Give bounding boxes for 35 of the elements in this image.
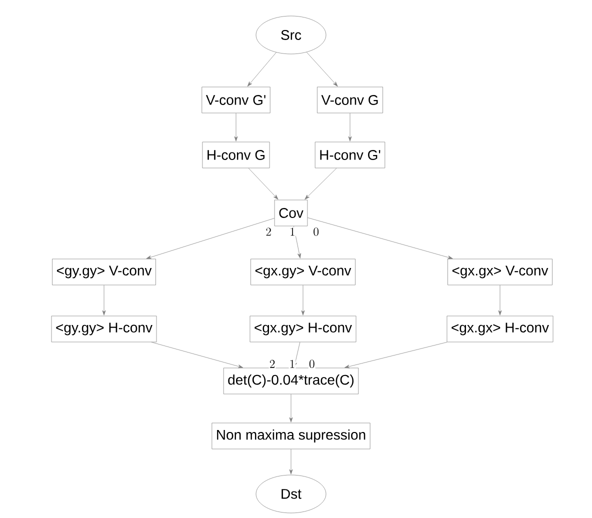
arrow [498, 284, 502, 316]
arrow [301, 284, 305, 316]
process-box: <gx.gy> V-conv [250, 258, 356, 286]
arrow [304, 168, 337, 200]
edge-label: 2 [268, 359, 276, 368]
process-box: Cov [274, 200, 308, 226]
process-box: <gy.gy> H-conv [51, 316, 157, 342]
arrow [146, 218, 275, 259]
arrow [307, 217, 453, 260]
arrow [293, 226, 301, 258]
process-box: H-conv G [202, 142, 270, 168]
arrow [348, 112, 352, 142]
arrow [306, 52, 338, 87]
arrow [234, 112, 238, 142]
arrow [248, 168, 278, 200]
process-box: V-conv G [317, 86, 383, 114]
arrow [102, 284, 106, 316]
edge-label: 2 [265, 227, 272, 236]
arrow [151, 342, 244, 368]
process-box: <gx.gx> H-conv [446, 316, 554, 342]
process-box: det(C)-0.04*trace(C) [223, 368, 359, 394]
edge-label: 1 [288, 359, 296, 368]
arrow [289, 394, 293, 422]
arrow [247, 52, 276, 86]
process-box: <gx.gx> V-conv [448, 258, 552, 286]
process-box: <gy.gy> V-conv [52, 258, 156, 286]
process-box: <gx.gy> H-conv [250, 316, 356, 342]
edge-label: 1 [289, 227, 296, 236]
process-box: Non maxima supression [212, 422, 370, 450]
arrow [344, 342, 448, 368]
arrow [289, 448, 293, 474]
edge-label: 0 [312, 227, 320, 236]
process-box: H-conv G' [314, 142, 386, 168]
process-box: V-conv G' [202, 86, 270, 114]
edge-label: 0 [308, 359, 316, 369]
